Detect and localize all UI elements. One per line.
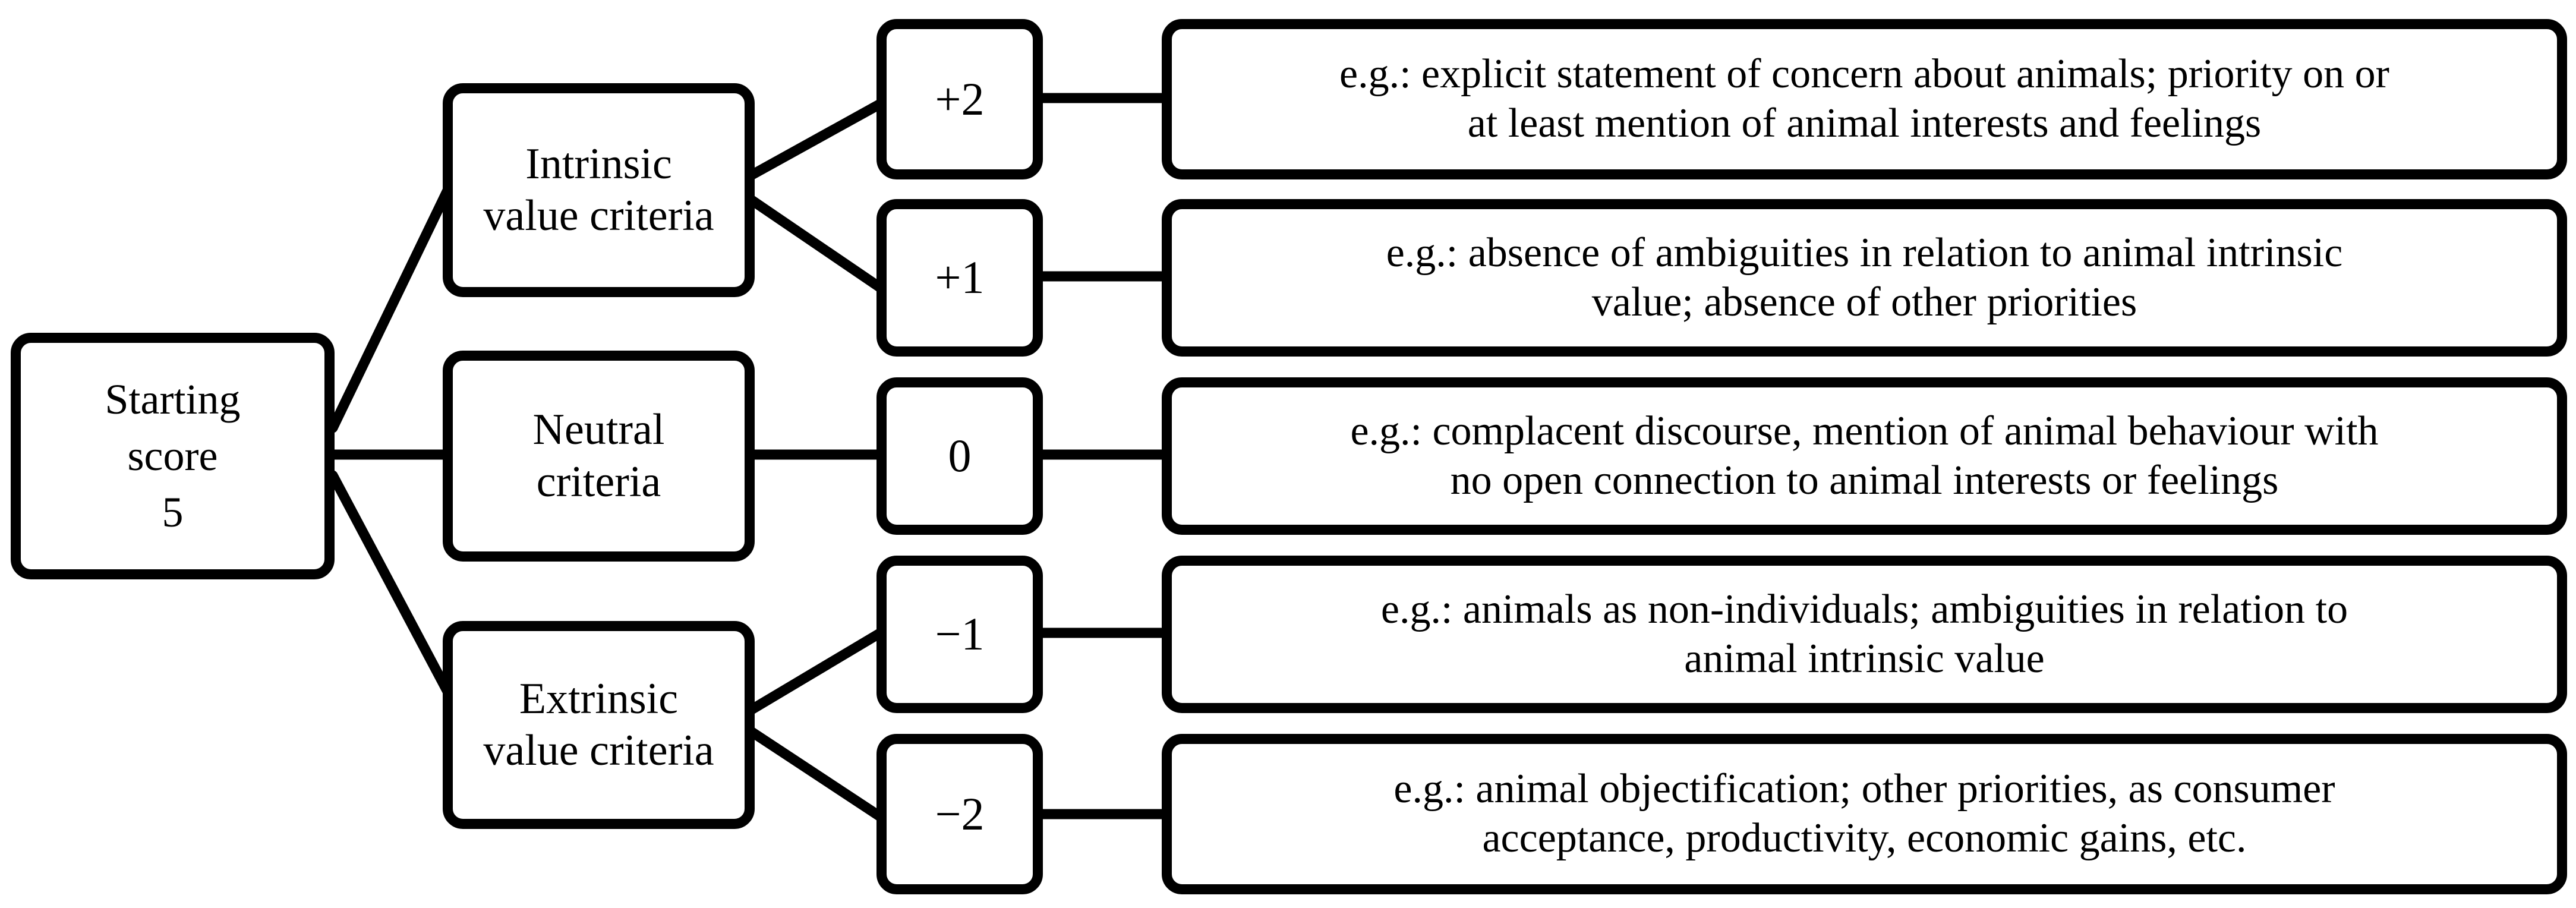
intrinsic-criteria-line2: value criteria	[483, 191, 714, 240]
extrinsic-criteria-line2: value criteria	[483, 726, 714, 775]
connector-extrinsic-minus1	[740, 625, 891, 718]
example-minus1-line2: animal intrinsic value	[1684, 635, 2045, 682]
connector-start-extrinsic	[327, 470, 466, 721]
example-zero-box: e.g.: complacent discourse, mention of a…	[1162, 377, 2567, 535]
example-minus2-line2: acceptance, productivity, economic gains…	[1482, 815, 2247, 861]
score-minus2-box: −2	[876, 734, 1043, 894]
connector-extrinsic-minus2	[740, 723, 891, 825]
starting-score-label-line1: Starting	[105, 375, 241, 423]
connector-intrinsic-plus1	[740, 191, 891, 297]
score-minus2-value: −2	[935, 787, 985, 840]
connector-start-intrinsic	[327, 158, 466, 433]
score-minus1-box: −1	[876, 556, 1043, 713]
extrinsic-criteria-line1: Extrinsic	[519, 674, 679, 723]
example-plus2-box: e.g.: explicit statement of concern abou…	[1162, 19, 2567, 179]
intrinsic-criteria-line1: Intrinsic	[525, 139, 672, 188]
example-zero-line1: e.g.: complacent discourse, mention of a…	[1350, 408, 2379, 454]
example-plus1-line2: value; absence of other priorities	[1591, 279, 2137, 325]
example-minus2-box: e.g.: animal objectification; other prio…	[1162, 734, 2567, 894]
neutral-criteria-box: Neutral criteria	[443, 351, 755, 562]
connector-intrinsic-plus2	[740, 96, 891, 184]
neutral-criteria-line1: Neutral	[532, 405, 665, 455]
score-minus1-value: −1	[935, 608, 985, 660]
example-minus1-line1: e.g.: animals as non-individuals; ambigu…	[1380, 586, 2348, 632]
score-plus1-value: +1	[935, 251, 985, 304]
example-minus2-line1: e.g.: animal objectification; other prio…	[1393, 766, 2335, 812]
example-minus1-box: e.g.: animals as non-individuals; ambigu…	[1162, 556, 2567, 713]
extrinsic-criteria-box: Extrinsic value criteria	[443, 621, 755, 829]
example-plus1-box: e.g.: absence of ambiguities in relation…	[1162, 199, 2567, 357]
example-plus1-line1: e.g.: absence of ambiguities in relation…	[1386, 229, 2343, 276]
starting-score-value: 5	[162, 488, 184, 537]
example-plus2-line1: e.g.: explicit statement of concern abou…	[1339, 51, 2389, 97]
score-plus2-value: +2	[935, 72, 985, 125]
starting-score-label-line2: score	[127, 431, 218, 480]
starting-score-box: Starting score 5	[11, 333, 335, 579]
score-plus2-box: +2	[876, 19, 1043, 179]
neutral-criteria-line2: criteria	[536, 457, 661, 506]
example-plus2-line2: at least mention of animal interests and…	[1467, 100, 2262, 146]
intrinsic-criteria-box: Intrinsic value criteria	[443, 83, 755, 297]
score-zero-box: 0	[876, 377, 1043, 535]
score-zero-value: 0	[948, 430, 972, 482]
score-plus1-box: +1	[876, 199, 1043, 357]
example-zero-line2: no open connection to animal interests o…	[1450, 457, 2279, 503]
